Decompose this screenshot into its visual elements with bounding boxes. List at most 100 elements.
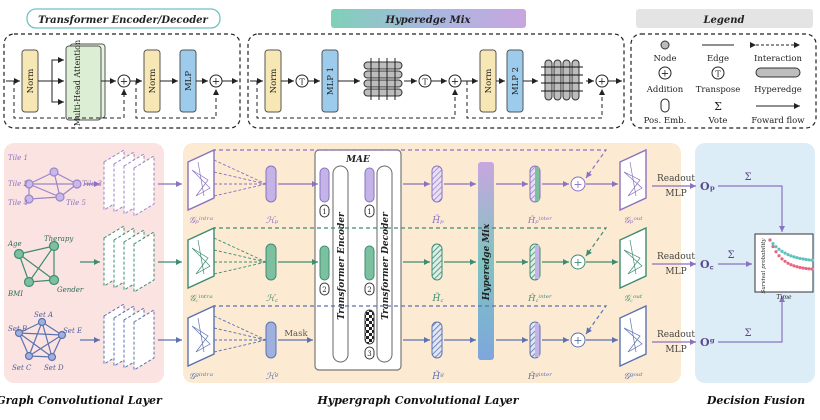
plus-2: + [212,77,220,88]
tile-1: Tile 1 [8,154,28,162]
h-c-label: ℋ꜀ [266,294,279,304]
gene-set-e: Set E [63,327,82,335]
norm-label-1: Norm [26,69,36,94]
legend-panel: Legend Node Edge Interaction + Addition … [630,9,817,129]
plus-1: + [120,77,128,88]
clinical-gender: Gender [57,286,84,294]
h-tilde-g [431,321,443,359]
plus-c: + [573,256,582,269]
legend-hyperedge: Hyperedge [754,85,802,95]
hyperedge-mix-bar [478,162,494,360]
gene-set-b: Set B [8,325,27,333]
pos-1a: 1 [322,208,326,216]
legend-addition: Addition [646,85,684,95]
df-label: Decision Fusion [706,394,805,407]
sigma-c: Σ [727,250,734,261]
hyperedge-mix-bar-label: Hyperedge Mix [482,223,492,301]
legend-t-glyph: T [715,70,721,79]
legend-vote: Vote [708,116,728,126]
norm-label-3: Norm [269,69,279,94]
legend-plus-glyph: + [661,69,669,80]
transpose-2: T [422,78,428,87]
clinical-bmi: BMI [7,290,23,298]
h-inter-c-label: H̃꜀ⁱⁿᵗᵉʳ [527,292,552,304]
legend-edge: Edge [707,54,729,64]
tile-graph [24,167,82,204]
survival-curve-low [768,238,814,271]
h-c [265,243,277,281]
g-out-g: 𝒢ᵍᵒᵘᵗ [623,372,643,382]
plus-3: + [451,77,459,88]
g-out-p: 𝒢ₚᵒᵘᵗ [623,216,643,226]
clinical-graph [13,240,60,288]
g-intra-g: 𝒢ᵍⁱⁿᵗʳᵃ [189,372,213,382]
h-tilde-p [431,165,443,203]
clinical-age: Age [7,240,22,248]
mlp1-label: MLP 1 [326,67,336,95]
geneset-graph [14,317,67,362]
plus-g: + [573,334,582,347]
pos-1b: 1 [367,208,371,216]
h-tilde-c [431,243,443,281]
hcl-label: Hypergraph Convolutional Layer [316,394,519,407]
readout-c: Readout [657,252,695,262]
h-p [265,165,277,203]
gene-set-a: Set A [34,311,53,319]
intra-graphs [187,148,215,368]
decoder-label: Transformer Decoder [381,211,391,320]
hyperedge-stack-vertical [541,59,583,101]
gene-set-d: Set D [44,364,64,372]
pos-2a: 2 [322,286,326,294]
norm-label-2: Norm [148,69,158,94]
hmix-title: Hyperedge Mix [385,15,472,26]
h-inter-g-label: H̃ᵍⁱⁿᵗᵉʳ [527,370,552,382]
h-p-label: ℋₚ [266,216,279,226]
clinical-therapy: Therapy [44,235,74,243]
o-g: Oᵍ [700,336,715,349]
tile-4: Tile 4 [8,199,28,207]
mlp-label: MLP [184,71,194,91]
o-p: Oₚ [700,180,715,193]
g-out-c: 𝒢꜀ᵒᵘᵗ [624,294,643,304]
readout-mlp-c: MLP [665,267,686,277]
h-tilde-c-label: H̃꜀ [432,292,445,304]
legend-forward: Foward flow [751,116,805,126]
readout-mlp-p: MLP [665,189,686,199]
pos-2b: 2 [367,286,371,294]
tile-2: Tile 2 [8,180,29,188]
plus-p: + [573,178,582,191]
residual-plus: + + + [570,176,586,348]
legend-transpose: Transpose [696,85,741,95]
gcl-label: Graph Convolutional Layer [0,394,163,407]
survival-ylabel: Survival probability [761,238,767,294]
sigma-g: Σ [744,328,751,339]
sigma-p: Σ [744,172,751,183]
survival-plot: Survival probability Time [754,233,814,301]
ted-title: Transformer Encoder/Decoder [38,15,208,26]
readout-mlp-g: MLP [665,345,686,355]
mlp2-label: MLP 2 [511,67,521,95]
o-c: O꜀ [700,258,714,271]
readout-p: Readout [657,174,695,184]
gene-set-c: Set C [12,364,32,372]
g-intra-p: 𝒢ₚⁱⁿᵗʳᵃ [189,216,213,226]
survival-xlabel: Time [776,294,792,301]
transpose-1: T [299,78,305,87]
mae-title: MAE [345,155,370,165]
h-g [265,321,277,359]
graph-layer-stacks [103,149,155,371]
legend-node: Node [653,54,676,64]
plus-4: + [598,77,606,88]
legend-interaction: Interaction [754,54,802,64]
g-intra-c: 𝒢꜀ⁱⁿᵗʳᵃ [189,294,212,304]
mha-label: Multi-Head Attention [73,40,82,126]
pos-3: 3 [367,350,371,358]
h-tilde-g-label: H̃ᵍ [431,370,444,382]
h-g-label: ℋᵍ [266,372,279,382]
survival-curve-high [768,238,814,262]
tile-5: Tile 5 [66,199,87,207]
mask-label: Mask [284,329,308,339]
h-inter-p-label: H̃ₚⁱⁿᵗᵉʳ [527,214,552,226]
